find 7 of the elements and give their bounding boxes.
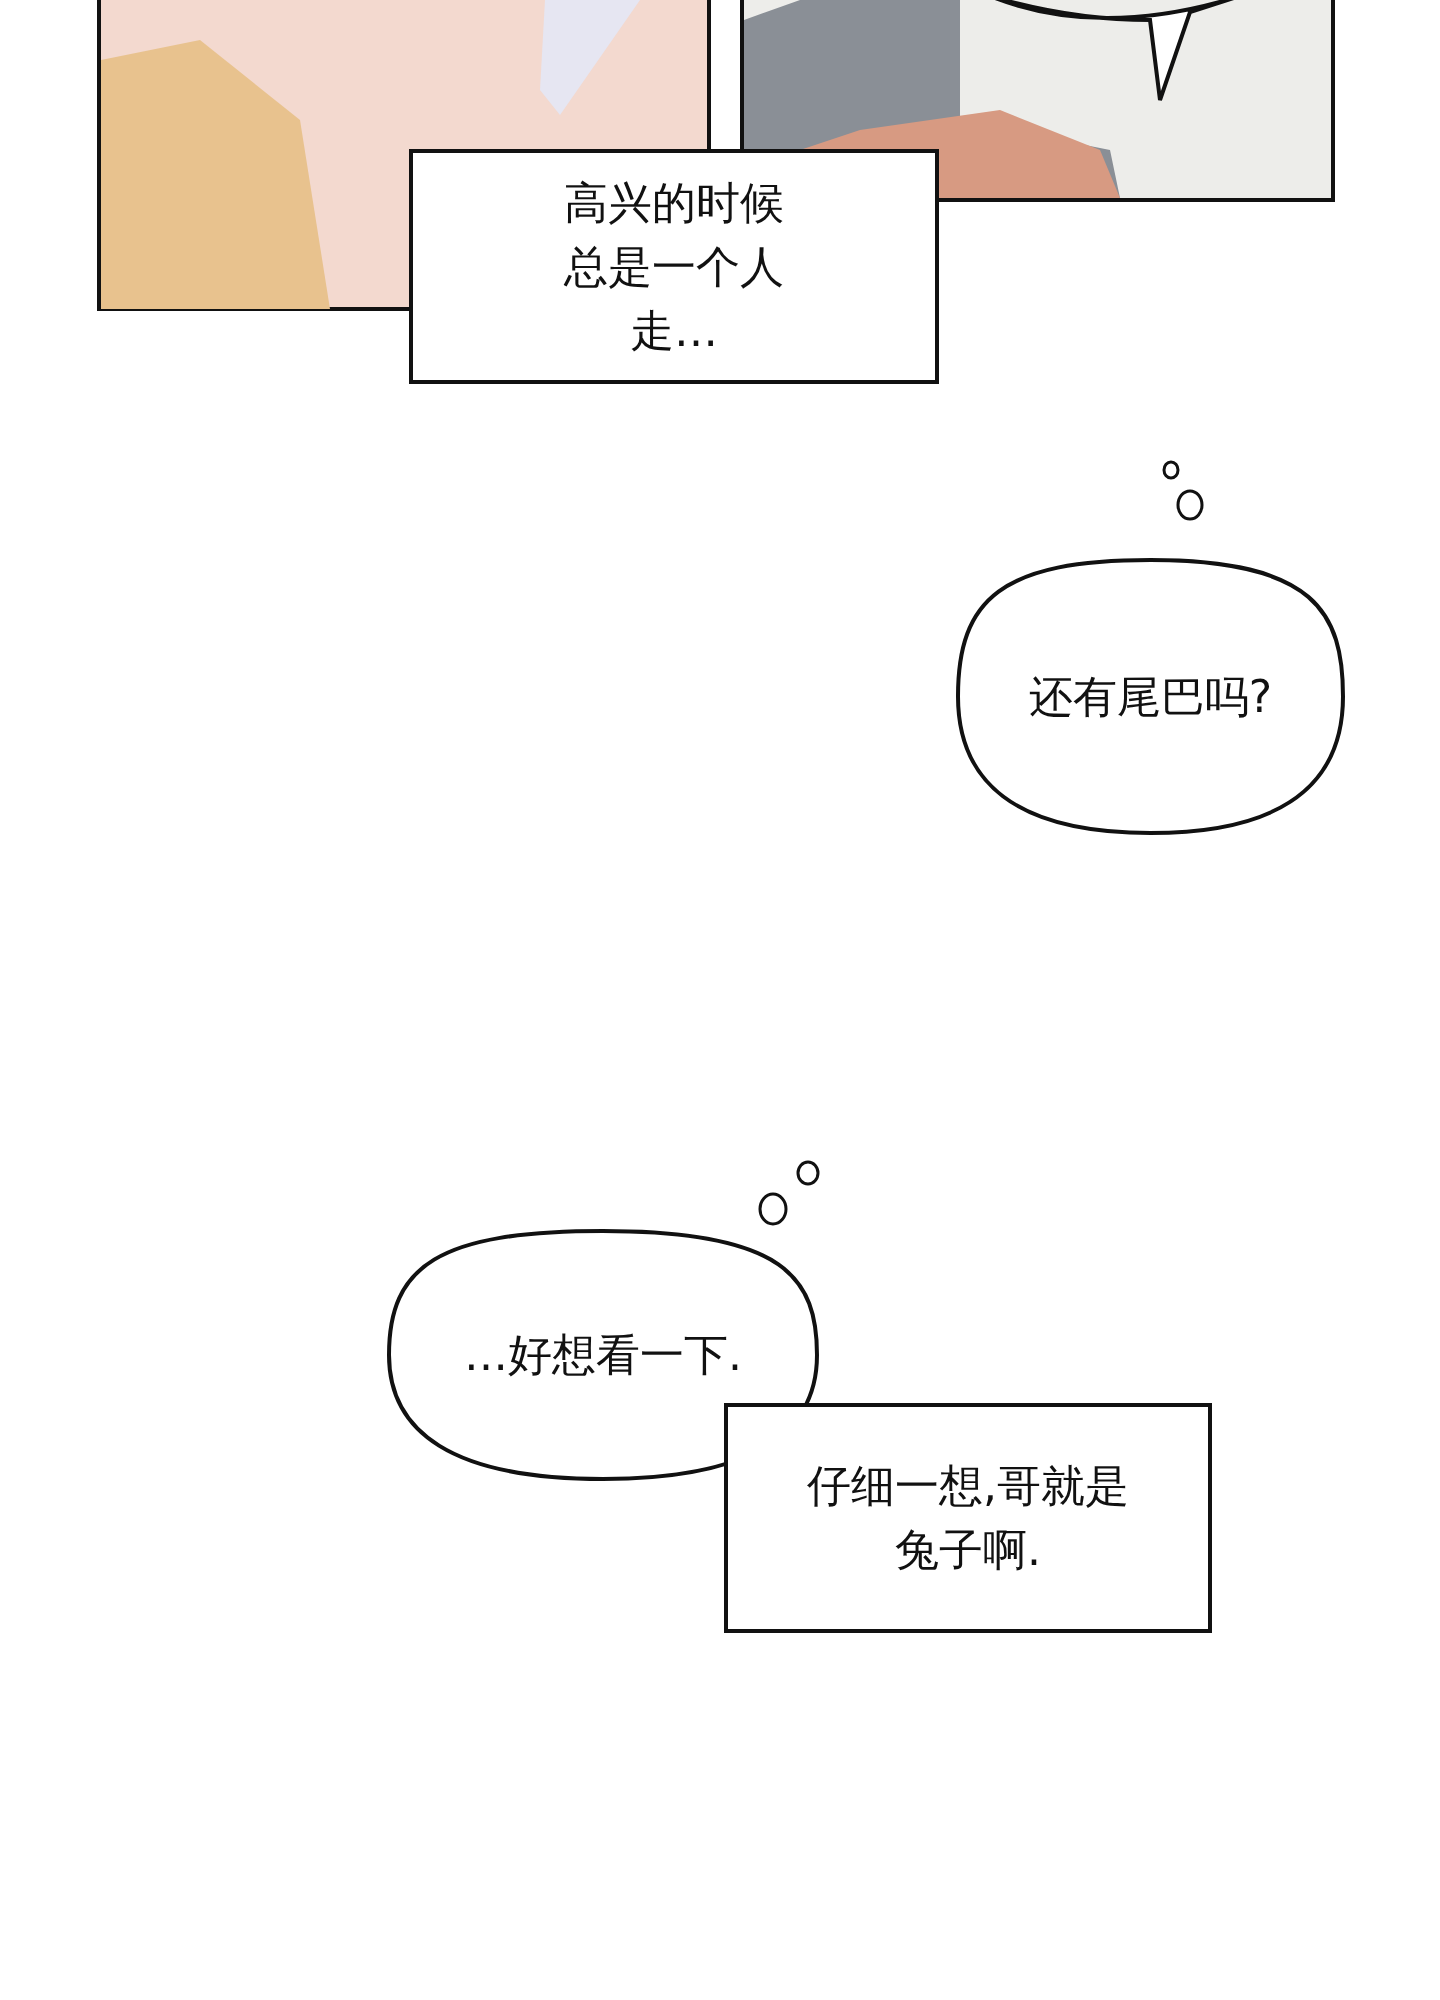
caption-text: …好想看一下. bbox=[464, 1328, 742, 1382]
thought-bubble bbox=[955, 557, 1346, 836]
caption-text: 还有尾巴吗? bbox=[1028, 669, 1273, 724]
caption-box bbox=[409, 149, 939, 384]
caption-box bbox=[724, 1403, 1212, 1633]
caption-text: 高兴的时候总是一个人走… bbox=[563, 175, 785, 358]
caption-text: 仔细一想,哥就是兔子啊. bbox=[806, 1459, 1130, 1577]
